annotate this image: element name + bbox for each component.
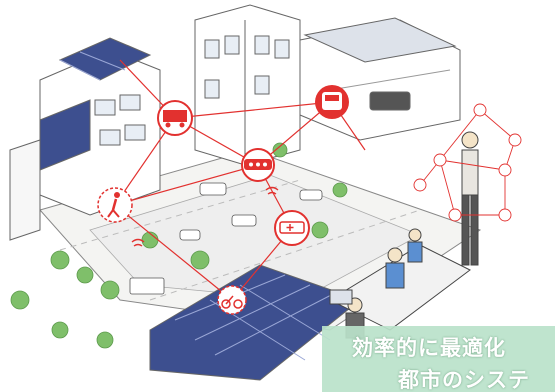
van-icon <box>369 91 411 111</box>
caption-line-1: 効率的に最適化 <box>352 336 506 360</box>
center-tower <box>194 4 301 166</box>
vehicles <box>129 182 323 295</box>
caption-banner: 効率的に最適化 都市のシステ <box>322 326 555 392</box>
people-meeting <box>328 131 479 339</box>
pedestrian-icon <box>97 187 133 223</box>
network-diagram-icon <box>413 103 522 222</box>
traffic-light-icon <box>241 148 275 182</box>
left-buildings <box>9 37 161 241</box>
caption-line-2: 都市のシステ <box>398 368 530 392</box>
bus-icon <box>315 85 349 119</box>
ambulance-icon <box>274 210 310 246</box>
truck-icon <box>157 100 193 136</box>
bicycle-icon <box>217 285 247 315</box>
wifi-icon <box>131 186 279 247</box>
right-building <box>299 17 461 141</box>
